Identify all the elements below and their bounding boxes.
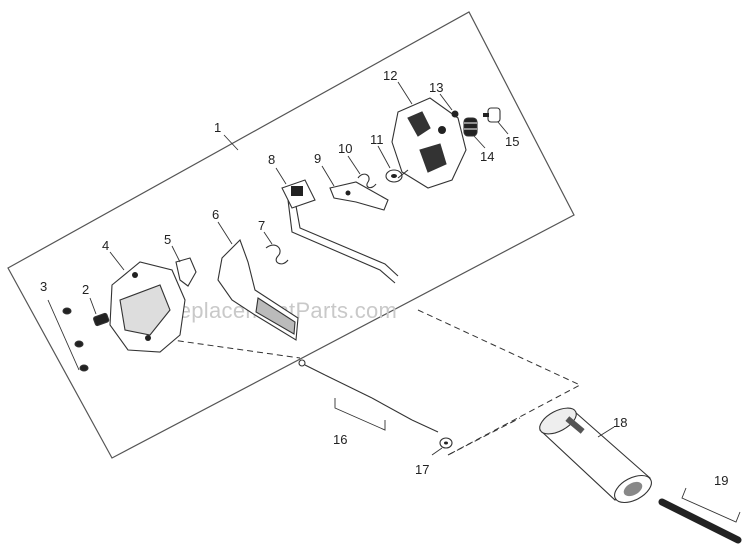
throttle-trigger-icon xyxy=(217,239,299,341)
callout-7: 7 xyxy=(258,218,265,233)
callout-11: 11 xyxy=(370,132,384,147)
callout-13: 13 xyxy=(429,80,443,95)
callout-5: 5 xyxy=(164,232,171,247)
washer-icon xyxy=(439,437,453,449)
callout-3: 3 xyxy=(40,279,47,294)
assembly-outline-icon xyxy=(7,11,575,459)
assembly-dashed-lines xyxy=(157,309,582,456)
callout-1: 1 xyxy=(214,120,221,135)
housing-icon xyxy=(391,97,467,189)
bushing-icon xyxy=(385,169,403,183)
coil-spring-icon xyxy=(463,117,478,137)
handle-tube-icon xyxy=(539,407,652,504)
housing-cover-icon xyxy=(109,261,186,353)
callout-14: 14 xyxy=(480,149,494,164)
callout-9: 9 xyxy=(314,151,321,166)
callout-19: 19 xyxy=(714,473,728,488)
callout-6: 6 xyxy=(212,207,219,222)
knob-icon xyxy=(483,107,501,123)
screw-icon xyxy=(93,312,110,327)
grip-rod-icon xyxy=(658,487,742,544)
ball-icon xyxy=(451,110,459,118)
callout-12: 12 xyxy=(383,68,397,83)
callout-16: 16 xyxy=(333,432,347,447)
throttle-cable-icon xyxy=(298,359,439,433)
switch-lever-icon xyxy=(281,179,399,284)
callout-15: 15 xyxy=(505,134,519,149)
callout-4: 4 xyxy=(102,238,109,253)
callout-labels: 1 2 3 4 5 6 7 8 9 10 11 12 13 14 15 16 1… xyxy=(40,68,728,488)
screw-set-icon xyxy=(47,299,89,372)
spring-icon xyxy=(265,244,289,265)
callout-8: 8 xyxy=(268,152,275,167)
callout-10: 10 xyxy=(338,141,352,156)
callout-18: 18 xyxy=(613,415,627,430)
clip-icon xyxy=(175,257,197,287)
small-spring-icon xyxy=(357,173,377,189)
callout-leaders xyxy=(89,81,615,456)
callout-17: 17 xyxy=(415,462,429,477)
callout-2: 2 xyxy=(82,282,89,297)
lockout-lever-icon xyxy=(329,181,389,211)
